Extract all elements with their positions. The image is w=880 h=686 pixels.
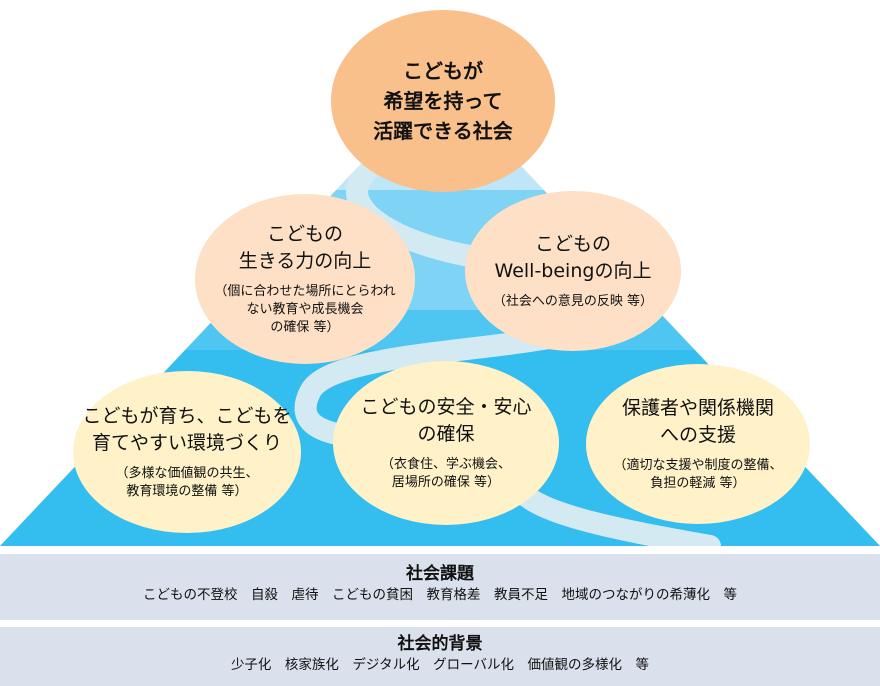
circle-life-skills-note: （個に合わせた場所にとらわれ ない教育や成長機会 の確保 等）: [214, 284, 396, 335]
social-issues-items: こどもの不登校 自殺 虐待 こどもの貧困 教育格差 教員不足 地域のつながりの希…: [143, 587, 737, 604]
circle-well-being: こどもの Well-beingの向上 （社会への意見の反映 等）: [465, 191, 681, 351]
circle-guardian-support: 保護者や関係機関 への支援 （適切な支援や制度の整備、 負担の軽減 等）: [586, 364, 810, 524]
circle-life-skills: こどもの 生きる力の向上 （個に合わせた場所にとらわれ ない教育や成長機会 の確…: [195, 194, 415, 364]
circle-safety-note: （衣食住、学ぶ機会、 居場所の確保 等）: [380, 457, 511, 490]
social-background-title: 社会的背景: [397, 634, 483, 654]
goal-title: こどもが 希望を持って 活躍できる社会: [373, 59, 513, 143]
circle-environment-title: こどもが育ち、こどもを 育てやすい環境づくり: [82, 405, 292, 455]
social-issues-title: 社会課題: [406, 564, 474, 584]
circle-safety: こどもの安全・安心 の確保 （衣食住、学ぶ機会、 居場所の確保 等）: [333, 361, 559, 525]
goal-circle: こどもが 希望を持って 活躍できる社会: [331, 10, 555, 192]
circle-well-being-note: （社会への意見の反映 等）: [492, 294, 654, 309]
circle-well-being-title: こどもの Well-beingの向上: [494, 233, 652, 283]
circle-safety-title: こどもの安全・安心 の確保: [360, 396, 532, 446]
social-background-items: 少子化 核家族化 デジタル化 グローバル化 価値観の多様化 等: [230, 657, 650, 674]
circle-environment: こどもが育ち、こどもを 育てやすい環境づくり （多様な価値観の共生、 教育環境の…: [73, 371, 301, 533]
circle-guardian-support-note: （適切な支援や制度の整備、 負担の軽減 等）: [613, 458, 783, 491]
circle-life-skills-title: こどもの 生きる力の向上: [238, 223, 372, 273]
social-issues-band: 社会課題 こどもの不登校 自殺 虐待 こどもの貧困 教育格差 教員不足 地域のつ…: [0, 554, 880, 620]
circle-environment-note: （多様な価値観の共生、 教育環境の整備 等）: [115, 466, 259, 499]
circle-guardian-support-title: 保護者や関係機関 への支援: [621, 397, 774, 447]
social-background-band: 社会的背景 少子化 核家族化 デジタル化 グローバル化 価値観の多様化 等: [0, 627, 880, 686]
